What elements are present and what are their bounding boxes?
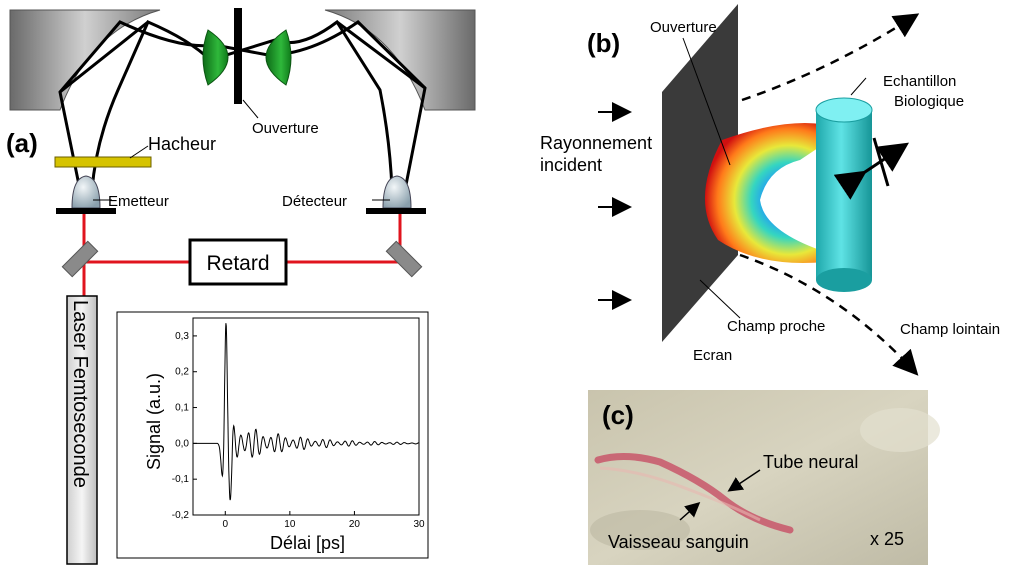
- inset-plot: 0,3 0,2 0,1 0,0 -0,1 -0,2 0 10 20 30 Signal (a.u.…: [116, 311, 429, 559]
- inset-xtick-label: 30: [413, 519, 425, 530]
- near-field-lobe: [704, 122, 845, 264]
- inset-ylabel: Signal (a.u.): [144, 373, 164, 470]
- rayonnement-label-2: incident: [540, 155, 602, 175]
- parabolic-mirror-left: [9, 9, 161, 111]
- panel-a: Ouverture Hacheur (a) Emetteur Détecteur…: [6, 8, 476, 565]
- inset-xtick-label: 0: [223, 519, 229, 530]
- laser-label: Laser Femtoseconde: [69, 300, 91, 488]
- ouverture-label-b: Ouverture: [650, 19, 717, 36]
- panel-b: (b): [540, 4, 1000, 376]
- aperture-plate: [234, 8, 242, 104]
- inset-ytick-label: 0,0: [175, 438, 189, 449]
- inset-ytick-label: 0,1: [175, 403, 189, 414]
- detector-base: [366, 208, 426, 214]
- emitter-dome: [71, 175, 101, 209]
- lens-left: [202, 29, 229, 86]
- motion-arrow: [833, 137, 909, 200]
- leader-lines-b: [682, 37, 867, 319]
- retard-label: Retard: [206, 252, 269, 275]
- echantillon-label-1: Echantillon: [883, 73, 956, 90]
- inset-ytick-label: 0,2: [175, 367, 189, 378]
- inset-ytick-label: -0,1: [172, 474, 190, 485]
- ecran-label: Ecran: [693, 347, 732, 364]
- inset-ytick-label: 0,3: [175, 331, 189, 342]
- panel-c-label: (c): [602, 400, 634, 430]
- inset-ytick-label: -0,2: [172, 510, 190, 521]
- screen-ecran: [662, 4, 738, 342]
- biological-sample-cylinder: [815, 97, 873, 292]
- vaisseau-label: Vaisseau sanguin: [608, 532, 749, 552]
- far-field-arrows: [739, 13, 920, 376]
- inset-axes: [192, 317, 420, 516]
- panel-b-label: (b): [587, 28, 620, 58]
- champ-lointain-label: Champ lointain: [900, 321, 1000, 338]
- ouverture-label-a: Ouverture: [252, 120, 319, 137]
- lens-right: [265, 29, 292, 86]
- tube-neural-label: Tube neural: [763, 452, 858, 472]
- femtosecond-laser: [66, 295, 98, 565]
- inset-xtick-label: 10: [284, 519, 296, 530]
- echantillon-label-2: Biologique: [894, 93, 964, 110]
- inset-xtick-label: 20: [349, 519, 361, 530]
- emetteur-label: Emetteur: [108, 193, 169, 210]
- panel-a-label: (a): [6, 128, 38, 158]
- delay-box: [188, 238, 288, 286]
- panel-c: (c) Tube neural Vaisseau sanguin x 25: [588, 390, 940, 565]
- folding-mirror-left: [61, 240, 99, 278]
- emitter-base: [56, 208, 116, 214]
- parabolic-mirror-right: [324, 9, 476, 111]
- champ-proche-label: Champ proche: [727, 318, 825, 335]
- leader-arrows-c: [679, 469, 761, 521]
- rayonnement-label-1: Rayonnement: [540, 133, 652, 153]
- incident-arrows: [598, 102, 632, 310]
- folding-mirror-right: [385, 240, 423, 278]
- chopper: [54, 156, 152, 168]
- inset-xlabel: Délai [ps]: [270, 533, 345, 553]
- detecteur-label: Détecteur: [282, 193, 347, 210]
- inset-ticks: 0,3 0,2 0,1 0,0 -0,1 -0,2 0 10 20 30: [172, 331, 425, 530]
- inset-signal-trace: [193, 323, 420, 501]
- hacheur-label: Hacheur: [148, 134, 216, 154]
- magnification-label: x 25: [870, 529, 904, 549]
- inset-frame: [116, 311, 429, 559]
